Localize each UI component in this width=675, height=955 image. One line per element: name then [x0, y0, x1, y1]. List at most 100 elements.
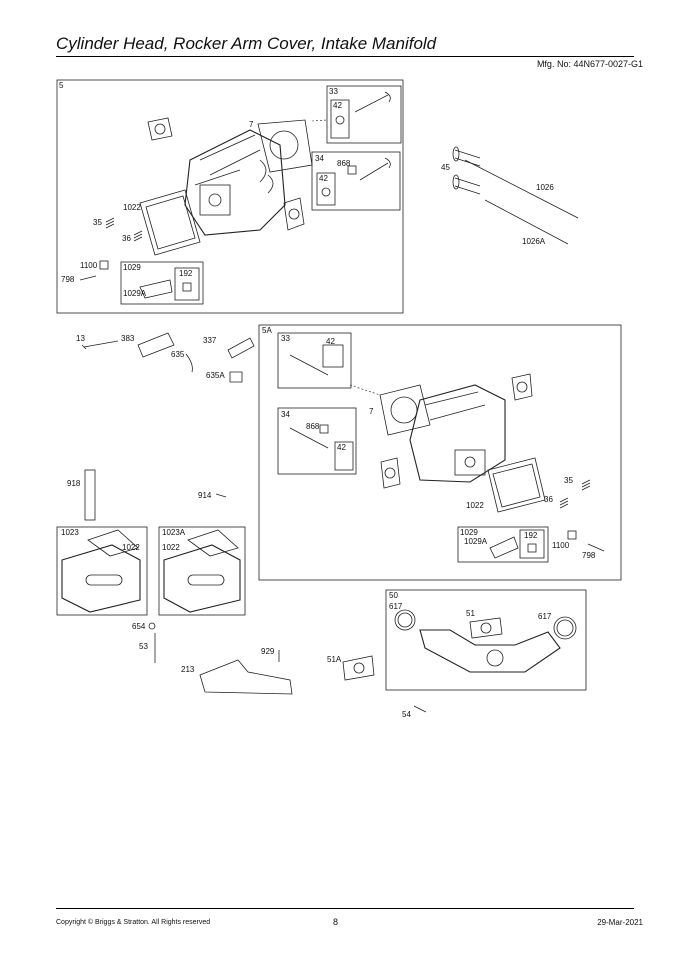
screw-192 [182, 282, 192, 292]
label-42: 42 [326, 337, 335, 346]
gasket-617-left [394, 609, 416, 631]
bracket-213 [199, 659, 293, 695]
cylinder-head-5A [409, 384, 506, 483]
group-42-box [322, 344, 344, 368]
seal-868 [319, 424, 329, 434]
valve-34 [359, 157, 391, 181]
bolt-13 [81, 340, 119, 350]
group-192-box [174, 267, 200, 301]
label-36: 36 [122, 234, 131, 243]
label-617: 617 [538, 612, 552, 621]
label-1100: 1100 [80, 261, 98, 270]
group-33-box [326, 85, 402, 144]
group-42-box [316, 172, 336, 206]
gasket-617-right [553, 616, 577, 640]
label-5A: 5A [262, 326, 272, 335]
label-1022: 1022 [466, 501, 484, 510]
rocker-1029A [139, 279, 173, 299]
label-7: 7 [369, 407, 374, 416]
bolt-914 [215, 493, 227, 498]
valve-34 [289, 427, 329, 449]
intake-manifold [419, 629, 561, 673]
spring-35 [581, 479, 591, 491]
group-192-box [519, 529, 545, 559]
label-35: 35 [93, 218, 102, 227]
label-50: 50 [389, 591, 398, 600]
bolt-798 [587, 543, 605, 552]
label-1022: 1022 [123, 203, 141, 212]
rocker-cover-1023 [61, 529, 141, 613]
label-36: 36 [544, 495, 553, 504]
label-635: 635 [171, 350, 185, 359]
gasket-top-right [511, 373, 533, 401]
label-654: 654 [132, 622, 146, 631]
label-1023A: 1023A [162, 528, 186, 537]
tube-635 [185, 353, 193, 373]
label-34: 34 [315, 154, 324, 163]
rocker-1029A [489, 536, 519, 559]
valve-33 [354, 91, 391, 113]
gasket-right [283, 197, 305, 231]
tappet-45 [452, 174, 481, 195]
cylinder-head-5 [184, 129, 286, 236]
label-918: 918 [67, 479, 81, 488]
label-914: 914 [198, 491, 212, 500]
label-33: 33 [281, 334, 290, 343]
label-5: 5 [59, 81, 64, 90]
fitting-337 [227, 337, 255, 359]
pushrod-1026A [484, 199, 569, 245]
nut-1100 [99, 260, 109, 270]
gasket-7 [257, 119, 313, 173]
gasket-7 [379, 384, 431, 436]
header-rule [56, 56, 634, 57]
label-34: 34 [281, 410, 290, 419]
group-1023-box [56, 526, 148, 616]
label-13: 13 [76, 334, 85, 343]
nut-1100 [567, 530, 577, 540]
group-42-box [334, 441, 354, 471]
bolt-54 [413, 705, 427, 713]
pushrod-1026 [464, 159, 579, 219]
label-42: 42 [319, 174, 328, 183]
spring-35 [105, 217, 115, 229]
copyright-text: Copyright © Briggs & Stratton. All Right… [56, 919, 211, 926]
group-1029-box [457, 526, 549, 563]
spring-36 [133, 230, 143, 242]
label-868: 868 [306, 422, 320, 431]
gasket-51A [342, 655, 375, 681]
label-1029: 1029 [123, 263, 141, 272]
nut-654 [148, 622, 156, 630]
gasket-left [380, 457, 401, 489]
label-1026: 1026 [536, 183, 554, 192]
gasket-1022 [487, 457, 546, 513]
label-33: 33 [329, 87, 338, 96]
label-868: 868 [337, 159, 351, 168]
group-5-box [56, 79, 404, 314]
label-635A: 635A [206, 371, 225, 380]
mfg-number: Mfg. No: 44N677-0027-G1 [536, 59, 643, 69]
label-7: 7 [249, 120, 254, 129]
group-50-box [385, 589, 587, 691]
tappet-45 [452, 146, 481, 167]
spring-36 [559, 497, 569, 509]
label-51A: 51A [327, 655, 342, 664]
label-1100: 1100 [552, 541, 570, 550]
label-1026A: 1026A [522, 237, 546, 246]
label-617: 617 [389, 602, 403, 611]
label-42: 42 [333, 101, 342, 110]
label-383: 383 [121, 334, 135, 343]
group-42-box [330, 99, 350, 139]
label-42: 42 [337, 443, 346, 452]
label-798: 798 [582, 551, 596, 560]
label-35: 35 [564, 476, 573, 485]
screw-192 [527, 543, 537, 553]
gasket-51 [469, 617, 503, 639]
label-929: 929 [261, 647, 275, 656]
label-45: 45 [441, 163, 450, 172]
label-1023: 1023 [61, 528, 79, 537]
label-1022: 1022 [162, 543, 180, 552]
breather-383 [137, 332, 175, 358]
group-1029-box [120, 261, 204, 305]
label-1029A: 1029A [464, 537, 488, 546]
